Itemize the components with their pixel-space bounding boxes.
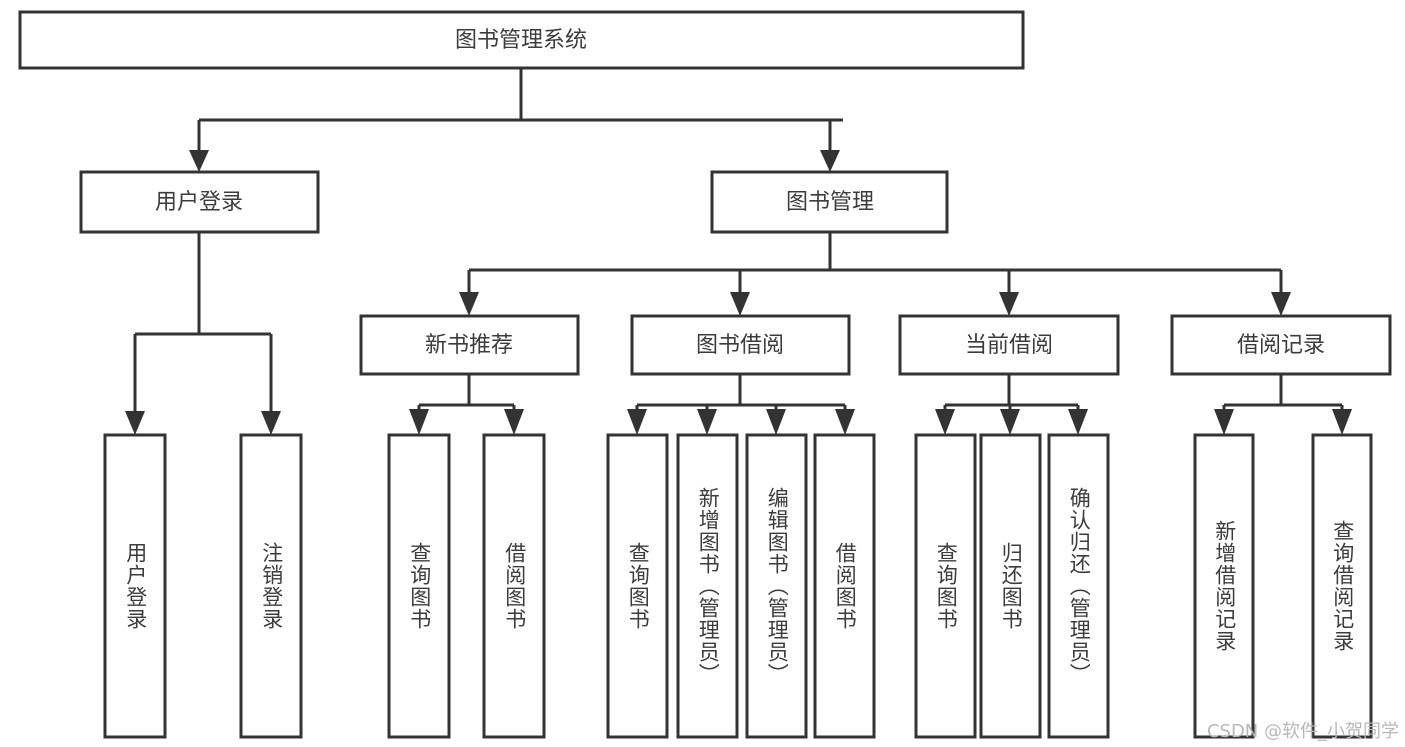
node-bookmgmt[interactable]: 图书管理 [710, 170, 949, 234]
node-login[interactable]: 用户登录 [79, 170, 320, 234]
leaf-node-6-box[interactable] [676, 433, 739, 739]
arrow-icon-leaf4 [504, 409, 524, 435]
leaf-node-2[interactable]: 注销登录 [239, 433, 303, 739]
node-records-label: 借阅记录 [1237, 333, 1325, 358]
leaf-node-8[interactable]: 借阅图书 [813, 433, 876, 739]
leaf-node-4-box[interactable] [482, 433, 546, 739]
leaf-node-5-box[interactable] [606, 433, 669, 739]
leaf-node-11-box[interactable] [1047, 433, 1110, 739]
arrow-icon-leaf5 [627, 409, 647, 435]
leaf-node-13-box[interactable] [1311, 433, 1373, 739]
leaf-node-9[interactable]: 查询图书 [914, 433, 977, 739]
leaf-node-5-label: 查询图书 [626, 542, 651, 630]
leaf-node-12-label: 新增借阅记录 [1212, 520, 1237, 652]
arrow-icon-current [999, 292, 1019, 316]
arrow-icon-leaf8 [835, 409, 855, 435]
leaf-node-10-box[interactable] [979, 433, 1042, 739]
node-login-label: 用户登录 [155, 190, 243, 215]
node-current-label: 当前借阅 [965, 333, 1053, 358]
leaf-node-7-box[interactable] [745, 433, 808, 739]
leaf-node-4-label: 借阅图书 [502, 542, 527, 630]
node-borrow-box[interactable] [630, 314, 851, 376]
leaf-node-13-label: 查询借阅记录 [1330, 520, 1355, 652]
leaf-node-13[interactable]: 查询借阅记录 [1311, 433, 1373, 739]
leaf-node-3-label: 查询图书 [407, 542, 432, 630]
leaf-node-9-label: 查询图书 [934, 542, 959, 630]
node-newbook[interactable]: 新书推荐 [359, 314, 580, 376]
node-current-box[interactable] [898, 314, 1120, 376]
arrow-icon-leaf6 [697, 409, 717, 435]
arrow-icon-leaf10 [1000, 409, 1020, 435]
node-root-label: 图书管理系统 [455, 28, 587, 53]
leaf-node-7[interactable]: 编辑图书（管理员） [745, 433, 808, 739]
leaf-node-3[interactable]: 查询图书 [387, 433, 451, 739]
leaf-node-2-box[interactable] [239, 433, 303, 739]
leaf-node-6[interactable]: 新增图书（管理员） [676, 433, 739, 739]
leaf-node-2-label: 注销登录 [259, 542, 284, 630]
leaf-node-10[interactable]: 归还图书 [979, 433, 1042, 739]
leaf-node-11[interactable]: 确认归还（管理员） [1047, 433, 1110, 739]
node-records[interactable]: 借阅记录 [1170, 314, 1392, 376]
node-root[interactable]: 图书管理系统 [18, 10, 1025, 70]
arrow-icon-borrow [730, 292, 750, 316]
connectors-layer [125, 68, 1352, 435]
leaf-node-5[interactable]: 查询图书 [606, 433, 669, 739]
node-borrow-label: 图书借阅 [696, 333, 784, 358]
node-current[interactable]: 当前借阅 [898, 314, 1120, 376]
arrow-icon-leaf12 [1214, 409, 1234, 435]
arrow-icon-leaf3 [409, 409, 429, 435]
node-bookmgmt-label: 图书管理 [786, 190, 874, 215]
arrow-icon-newbook [459, 292, 479, 316]
leaf-node-8-label: 借阅图书 [833, 542, 858, 630]
arrow-icon-leaf13 [1332, 409, 1352, 435]
arrow-icon-bookmgmt [820, 150, 840, 172]
leaf-node-7-label: 编辑图书（管理员） [765, 487, 790, 685]
arrow-icon-records [1271, 292, 1291, 316]
leaf-node-1-box[interactable] [103, 433, 167, 739]
arrow-icon-leaf2 [261, 411, 281, 435]
leaf-node-12-box[interactable] [1193, 433, 1255, 739]
node-root-box[interactable] [18, 10, 1025, 70]
leaf-node-3-box[interactable] [387, 433, 451, 739]
node-newbook-box[interactable] [359, 314, 580, 376]
arrow-icon-login [189, 150, 209, 172]
leaf-node-6-label: 新增图书（管理员） [696, 487, 721, 685]
leaf-node-9-box[interactable] [914, 433, 977, 739]
node-newbook-label: 新书推荐 [425, 333, 513, 358]
arrow-icon-leaf11 [1068, 409, 1088, 435]
arrow-icon-leaf1 [125, 411, 145, 435]
node-login-box[interactable] [79, 170, 320, 234]
node-bookmgmt-box[interactable] [710, 170, 949, 234]
leaf-node-4[interactable]: 借阅图书 [482, 433, 546, 739]
leaf-node-11-label: 确认归还（管理员） [1067, 487, 1092, 685]
arrow-icon-leaf7 [766, 409, 786, 435]
node-records-box[interactable] [1170, 314, 1392, 376]
leaf-node-12[interactable]: 新增借阅记录 [1193, 433, 1255, 739]
leaf-node-10-label: 归还图书 [999, 542, 1024, 630]
leaf-node-1[interactable]: 用户登录 [103, 433, 167, 739]
leaf-node-8-box[interactable] [813, 433, 876, 739]
leaf-node-1-label: 用户登录 [123, 542, 148, 630]
arrow-icon-leaf9 [935, 409, 955, 435]
node-borrow[interactable]: 图书借阅 [630, 314, 851, 376]
